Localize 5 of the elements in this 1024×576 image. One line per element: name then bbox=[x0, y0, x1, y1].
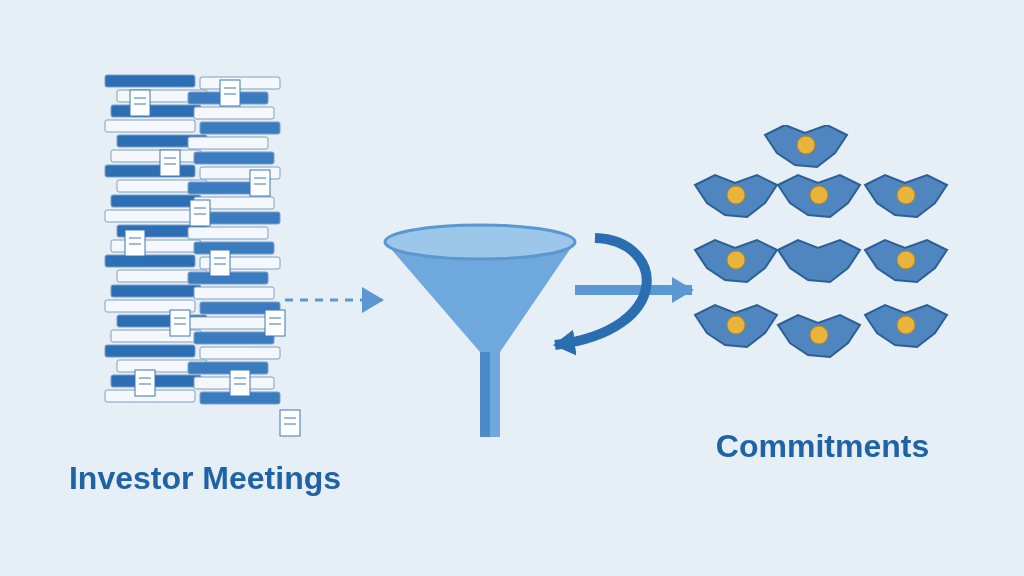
caption-text: Commitments bbox=[715, 428, 930, 465]
caption-text: Investor Meetings bbox=[68, 460, 342, 497]
arrow bbox=[285, 287, 384, 313]
arrow bbox=[575, 277, 694, 303]
arrow bbox=[553, 233, 652, 354]
